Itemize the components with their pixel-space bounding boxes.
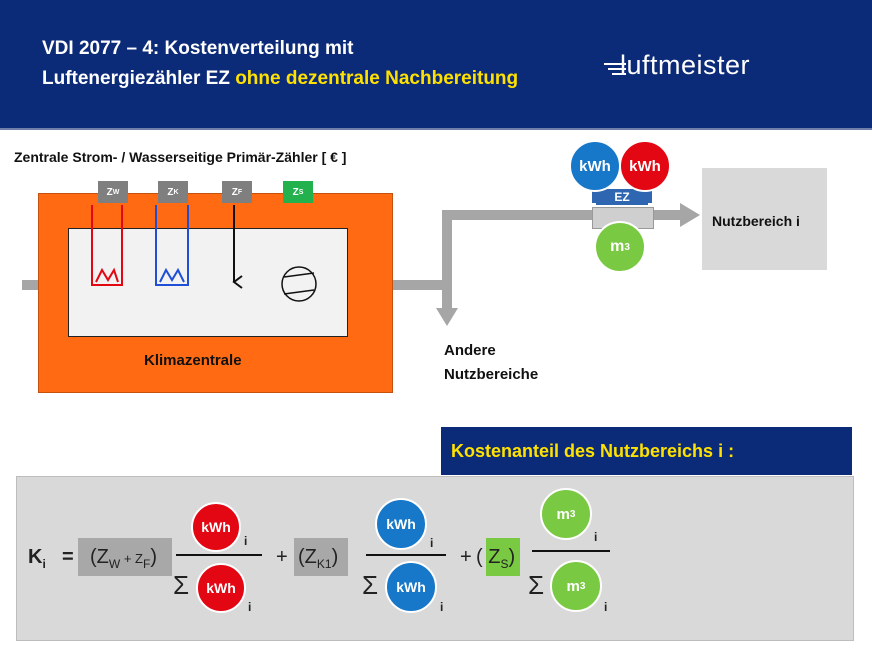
heating-coil-icon	[91, 205, 123, 286]
term2-num-index: i	[430, 536, 434, 550]
term3-den-index: i	[604, 600, 608, 614]
air-handling-unit-inner	[68, 228, 348, 337]
term3-num-index: i	[594, 530, 598, 544]
term3-text: ( ZS)	[476, 546, 516, 571]
title-line-2-plain: Luftenergiezähler EZ	[42, 68, 236, 89]
other-areas-label-2: Nutzbereiche	[444, 366, 539, 383]
kwh-red-denominator-icon: kWh	[196, 563, 246, 613]
fan-icon	[281, 266, 317, 302]
kwh-blue-denominator-icon: kWh	[385, 561, 437, 613]
term1-den-index: i	[248, 600, 252, 614]
kwh-blue-numerator-icon: kWh	[375, 498, 427, 550]
header-bar	[0, 0, 872, 128]
ez-label: EZ	[596, 189, 648, 205]
brand-logo: luftmeister	[620, 50, 751, 80]
formula-plus-2: +	[460, 546, 472, 568]
kwh-red-icon: kWh	[619, 140, 671, 192]
cooling-coil-icon	[155, 205, 189, 286]
logo-bars-icon	[604, 63, 626, 75]
primary-meters-label: Zentrale Strom- / Wasserseitige Primär-Z…	[14, 149, 347, 165]
term2-fraction-bar	[366, 554, 446, 556]
kwh-red-numerator-icon: kWh	[191, 502, 241, 552]
title-line-2-highlight: ohne dezentrale Nachbereitung	[235, 68, 519, 89]
term2-sigma: Σ	[362, 570, 379, 600]
formula-k: Ki	[28, 546, 46, 571]
title-line-2: Luftenergiezähler EZ ohne dezentrale Nac…	[42, 68, 518, 90]
term2-box	[294, 538, 348, 576]
term3-fraction-bar	[532, 550, 610, 552]
term2-den-index: i	[440, 600, 444, 614]
unit-label: Klimazentrale	[144, 352, 242, 369]
term3-sigma: Σ	[528, 570, 545, 600]
cost-share-heading: Kostenanteil des Nutzbereichs i :	[441, 427, 852, 475]
term2-text: (ZK1)	[298, 546, 339, 571]
title-line-1: VDI 2077 – 4: Kostenverteilung mit	[42, 38, 354, 59]
header-divider	[0, 128, 872, 130]
term1-sigma: Σ	[173, 570, 190, 600]
kwh-blue-icon: kWh	[569, 140, 621, 192]
formula-equals: =	[62, 546, 74, 568]
term1-box	[78, 538, 172, 576]
usage-area-box	[702, 168, 827, 270]
term1-text: (ZW + ZF)	[90, 546, 157, 571]
formula-plus-1: +	[276, 546, 288, 568]
usage-area-label: Nutzbereich i	[712, 213, 800, 229]
term3-box	[486, 538, 520, 576]
other-areas-label-1: Andere	[444, 342, 496, 359]
humidifier-icon	[232, 205, 243, 289]
term1-fraction-bar	[176, 554, 262, 556]
term1-num-index: i	[244, 534, 248, 548]
